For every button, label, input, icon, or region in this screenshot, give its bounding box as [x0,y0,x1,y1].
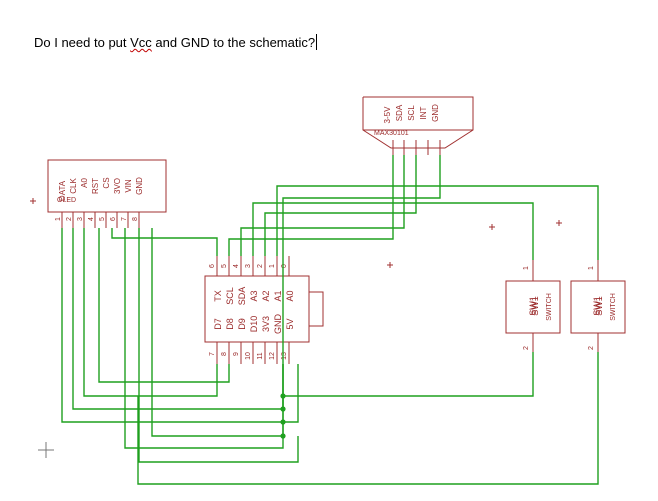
wire [83,228,218,397]
oled-pin-number: 8 [132,217,139,221]
wire [282,155,441,409]
max-pin-label: SDA [395,104,404,121]
oled-pin-number: 2 [66,217,73,221]
switch-pin-number: 1 [588,266,595,270]
oled-name: OLED [57,197,76,204]
oled-pin-label: VIN [124,179,133,193]
plus-icon [387,262,393,268]
oled-pin-number: 7 [121,217,128,221]
mcu-bottom-pin-number: 7 [209,352,216,356]
plus-icon [556,220,562,226]
mcu-bottom-pin-number: 8 [221,352,228,356]
max-pin-label: 3-5V [383,106,392,124]
switch-name: SW1 [528,296,538,316]
switch-name-shadow: SW1 [594,296,604,316]
switch-pin-number: 2 [588,346,595,350]
mcu-bottom-pin-number: 12 [269,352,276,360]
oled-pin-label: CLK [69,178,78,194]
mcu-pin-label: D7 [213,318,223,330]
wire [264,155,417,256]
question-after: and GND to the schematic? [151,35,316,50]
oled-pin-number: 1 [55,217,62,221]
question-text[interactable]: Do I need to put Vcc and GND to the sche… [34,34,318,50]
switch-pin-number: 1 [523,266,530,270]
wire [72,228,283,410]
oled-pin-label: GND [135,177,144,195]
oled-pin-label: RST [91,178,100,194]
junction-dot [280,419,286,425]
oled-pin-label: DATA [58,180,67,201]
wire [228,155,394,256]
mcu-pin-label: TX [213,290,223,302]
wire [61,228,299,423]
wire [124,228,284,449]
wire [111,228,218,256]
mcu-part[interactable]: 6 5 4 3 2 1 0 7 8 9 10 11 12 13 D7 D8 D9… [204,256,324,364]
switch-1[interactable]: 1 2 SW1 SW1 SWITCH [505,260,561,352]
mcu-pin-label: A3 [249,290,259,301]
oled-pin-number: 6 [110,217,117,221]
switch-2[interactable]: 1 2 SW1 SW1 SWITCH [570,260,626,352]
mcu-pin-label: A1 [273,290,283,301]
mcu-bottom-pin-number: 9 [233,352,240,356]
max-pin-label: INT [419,106,428,119]
wires[interactable] [61,155,599,485]
mcu-top-pin-number: 1 [269,264,276,268]
junction-dot [280,433,286,439]
mcu-pin-label: A0 [285,290,295,301]
wire [151,228,283,437]
oled-pin-number: 5 [99,217,106,221]
mcu-pin-label: D9 [237,318,247,330]
junction-dot [280,406,286,412]
max30101-part[interactable]: 3-5V SDA SCL INT GND MAX30101 [362,96,474,155]
question-before: Do I need to put [34,35,131,50]
mcu-top-pin-number: 3 [245,264,252,268]
wire [137,352,599,485]
switch-pin-number: 2 [523,346,530,350]
max-pin-label: SCL [407,105,416,121]
oled-part[interactable]: DATA CLK A0 RST CS 3VO VIN GND OLED 1 2 … [47,159,167,228]
vcc-misspelled: Vcc [130,35,152,50]
switch-name: SW1 [592,296,602,316]
mcu-pin-label: A2 [261,290,271,301]
wire [138,228,299,463]
mcu-bottom-pin-number: 10 [245,352,252,360]
wire [98,228,230,383]
plus-icon [30,198,36,204]
crosshair-icon [38,442,54,458]
wire [240,155,405,256]
mcu-bottom-pin-number: 11 [257,352,264,359]
mcu-top-pin-number: 2 [257,264,264,268]
mcu-pin-label: GND [273,314,283,335]
mcu-pin-label: 3V3 [261,316,271,332]
switch-name-shadow: SW1 [530,296,540,316]
mcu-bottom-pin-number: 13 [281,352,288,360]
wire [252,202,534,260]
mcu-pin-label: D8 [225,318,235,330]
oled-pin-label: 3VO [113,178,122,194]
mcu-pin-label: 5V [285,318,295,329]
max-pin-label: GND [431,104,440,122]
oled-pin-number: 3 [77,217,84,221]
oled-pin-label: A0 [80,178,89,188]
text-caret [316,34,318,50]
mcu-pin-label: SDA [237,287,247,306]
mcu-top-pin-number: 5 [221,264,228,268]
mcu-pin-label: D10 [249,316,259,333]
mcu-top-pin-number: 4 [233,264,240,268]
oled-pin-number: 4 [88,217,95,221]
max30101-name: MAX30101 [374,130,409,137]
mcu-pin-label: SCL [225,287,235,305]
switch-type: SWITCH [546,293,553,321]
switch-type: SWITCH [610,293,617,321]
mcu-top-pin-number: 0 [281,264,288,268]
oled-pin-label: CS [102,177,111,188]
junction-dot [280,393,286,399]
mcu-top-pin-number: 6 [209,264,216,268]
wire [276,185,599,260]
plus-icon [489,224,495,230]
wire [283,352,534,397]
